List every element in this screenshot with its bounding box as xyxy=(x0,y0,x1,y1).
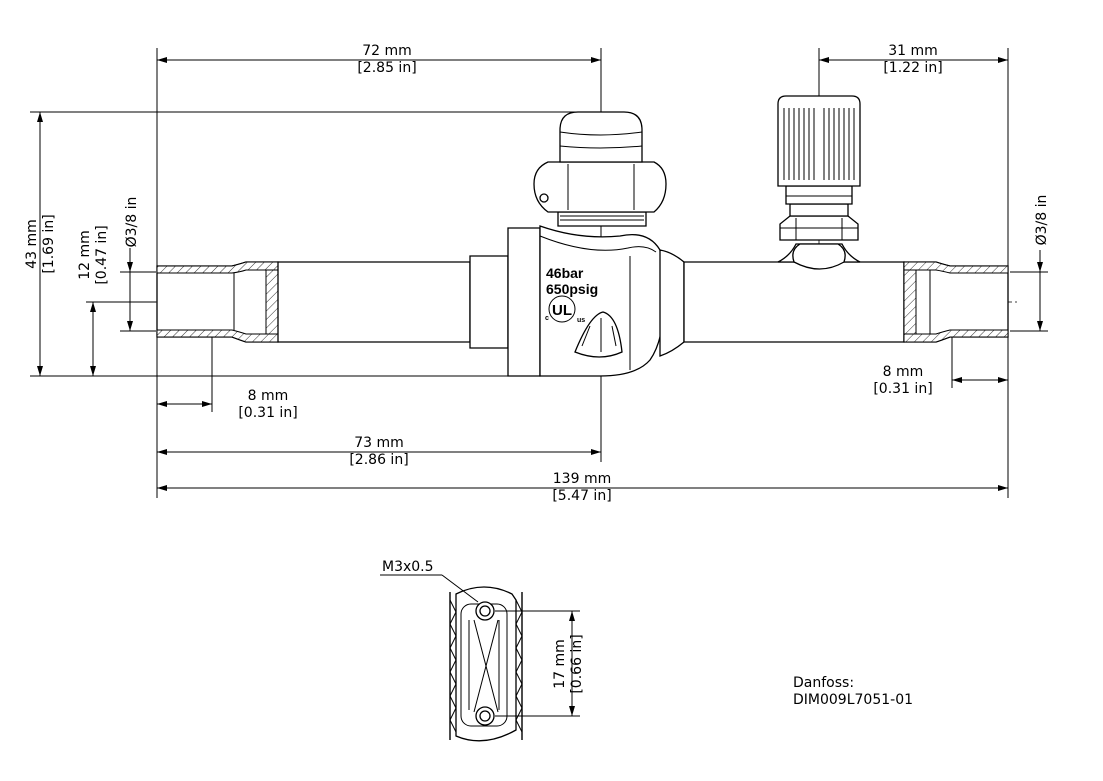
pressure-psig-marking: 650psig xyxy=(546,281,598,297)
right-tube xyxy=(683,261,1009,343)
footer-drawing-id: DIM009L7051-01 xyxy=(793,692,914,708)
dim-43-in: [1.69 in] xyxy=(41,214,57,273)
footer-note: Danfoss: DIM009L7051-01 xyxy=(793,675,913,709)
knurled-grip xyxy=(783,108,855,180)
ul-cert-mark: UL us c xyxy=(545,295,585,324)
dim-8-right-in: [0.31 in] xyxy=(873,381,932,397)
dimension-labels: 72 mm [2.85 in] 31 mm [1.22 in] 43 mm [1… xyxy=(24,43,1050,694)
dim-8-left-in: [0.31 in] xyxy=(238,405,297,421)
dim-12-mm: 12 mm xyxy=(77,230,93,280)
dim-73-in: [2.86 in] xyxy=(349,452,408,468)
left-tube xyxy=(156,255,509,349)
dim-8-right-mm: 8 mm xyxy=(883,364,924,380)
dim-dia-right: Ø3/8 in xyxy=(1034,195,1050,246)
dim-8-left-mm: 8 mm xyxy=(248,388,289,404)
schrader-valve xyxy=(777,95,861,270)
dim-31-in: [1.22 in] xyxy=(883,60,942,76)
dim-dia-left: Ø3/8 in xyxy=(124,197,140,248)
dim-31-mm: 31 mm xyxy=(888,43,938,59)
ul-suffix-text: us xyxy=(577,317,585,324)
service-cap xyxy=(533,111,667,227)
dim-72-in: [2.85 in] xyxy=(357,60,416,76)
valve-side-view: UL us c 46bar 650psig xyxy=(156,95,1009,377)
dim-17-mm: 17 mm xyxy=(552,639,568,689)
footer-brand: Danfoss: xyxy=(793,675,855,691)
dim-17-in: [0.66 in] xyxy=(569,634,585,693)
thread-label: M3x0.5 xyxy=(382,559,434,575)
pressure-bar-marking: 46bar xyxy=(546,265,584,281)
mounting-flange-detail xyxy=(380,574,580,742)
dim-43-mm: 43 mm xyxy=(24,219,40,269)
dim-139-in: [5.47 in] xyxy=(552,488,611,504)
dimension-lines xyxy=(37,57,1043,491)
ul-mark-text: UL xyxy=(552,302,572,319)
dim-139-mm: 139 mm xyxy=(553,471,611,487)
valve-center-body xyxy=(507,225,685,377)
ul-c-mark: c xyxy=(545,315,549,322)
dim-72-mm: 72 mm xyxy=(362,43,412,59)
dim-12-in: [0.47 in] xyxy=(94,225,110,284)
dim-73-mm: 73 mm xyxy=(354,435,404,451)
